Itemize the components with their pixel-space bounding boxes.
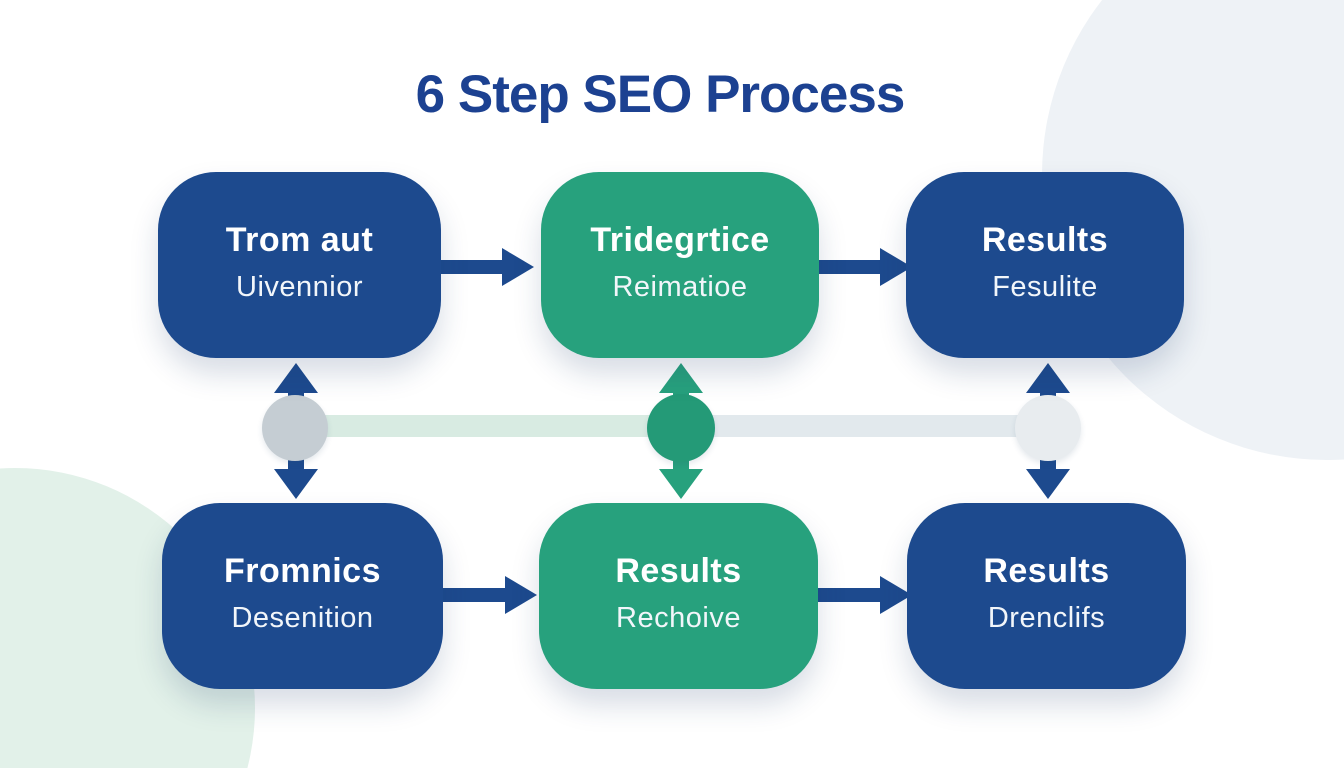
page-title: 6 Step SEO Process (415, 65, 906, 124)
step-title: Results (615, 551, 742, 590)
connector-dot (1015, 395, 1081, 461)
step-subtitle: Uivennior (236, 270, 363, 303)
step-box-1: Trom aut Uivennior (158, 172, 441, 358)
arrow-head (505, 576, 537, 614)
arrow-right-icon (443, 557, 537, 633)
arrow-head-up (274, 363, 318, 393)
connector-band-right (681, 415, 1048, 437)
step-box-4: Fromnics Desenition (162, 503, 443, 689)
arrow-right-icon (818, 229, 912, 305)
arrow-right-icon (818, 557, 912, 633)
arrow-shaft (440, 260, 506, 274)
connector-band-left (297, 415, 681, 437)
step-subtitle: Drenclifs (987, 601, 1106, 634)
arrow-head-up (659, 363, 703, 393)
step-box-3: Results Fesulite (906, 172, 1184, 358)
connector-dot (262, 395, 328, 461)
step-box-6: Results Drenclifs (907, 503, 1186, 689)
step-box-5: Results Rechoive (539, 503, 818, 689)
arrow-head-down (659, 469, 703, 499)
step-title: Fromnics (223, 551, 382, 590)
arrow-head-down (274, 469, 318, 499)
arrow-head-down (1026, 469, 1070, 499)
step-subtitle: Fesulite (992, 270, 1098, 303)
connector-dot (647, 394, 715, 462)
step-title: Results (981, 220, 1109, 259)
arrow-shaft (443, 588, 509, 602)
step-title: Tridegrtice (590, 220, 770, 259)
arrow-right-icon (440, 229, 534, 305)
step-box-2: Tridegrtice Reimatioe (541, 172, 819, 358)
arrow-head (502, 248, 534, 286)
arrow-head (880, 576, 912, 614)
step-subtitle: Desenition (231, 601, 374, 634)
step-subtitle: Rechoive (616, 601, 741, 634)
arrow-shaft (818, 260, 884, 274)
step-subtitle: Reimatioe (612, 270, 748, 303)
step-title: Trom aut (225, 220, 374, 259)
arrow-shaft (818, 588, 884, 602)
arrow-head-up (1026, 363, 1070, 393)
step-title: Results (983, 551, 1110, 590)
